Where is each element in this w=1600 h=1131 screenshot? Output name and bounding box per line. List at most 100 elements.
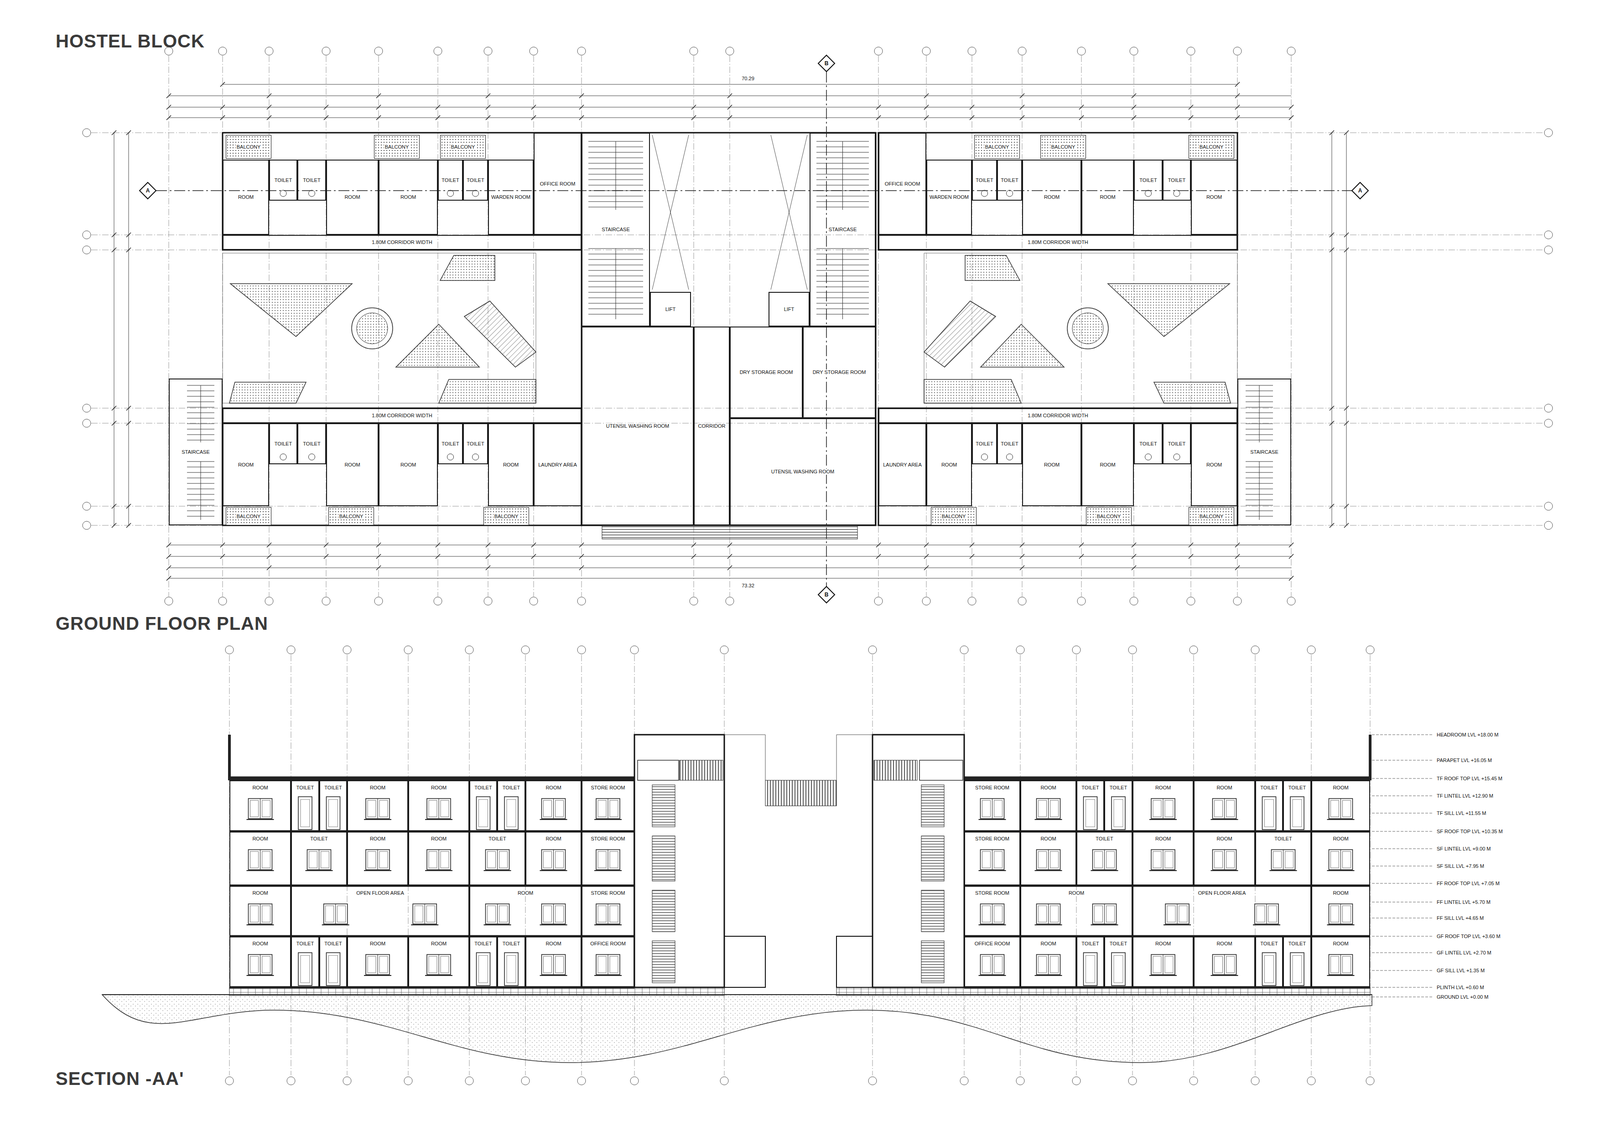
room-name: ROOM	[1067, 890, 1086, 897]
section-cell: TOILET	[1104, 780, 1133, 832]
room-name: TOILET	[501, 940, 521, 947]
room-box: UTENSIL WASHING ROOM	[581, 326, 694, 526]
section-marker: A	[145, 187, 151, 194]
section-cell: TOILET	[1283, 936, 1312, 988]
room-box: TOILET	[462, 423, 489, 465]
room-name: 1.80M CORRIDOR WIDTH	[1026, 239, 1090, 246]
room-name: BALCONY	[493, 513, 520, 520]
section-cell: STORE ROOM	[581, 780, 635, 832]
room-name: TOILET	[501, 784, 521, 791]
room-box: ROOM	[1022, 159, 1082, 235]
room-box: ROOM	[326, 423, 379, 507]
room-name: BALCONY	[235, 144, 262, 151]
room-name: 1.80M CORRIDOR WIDTH	[370, 239, 434, 246]
level-label: HEADROOM LVL +18.00 M	[1435, 732, 1500, 738]
room-name: STAIRCASE	[600, 226, 631, 233]
room-name: TOILET	[1287, 784, 1307, 791]
view-heading: GROUND FLOOR PLAN	[54, 612, 270, 634]
section-cell: TOILET	[497, 780, 526, 832]
section-cell: ROOM	[525, 936, 582, 988]
room-name: BALCONY	[984, 144, 1011, 151]
section-cell: TOILET	[1076, 831, 1133, 886]
room-box: UTENSIL WASHING ROOM	[729, 418, 876, 526]
room-box: ROOM	[222, 423, 270, 507]
room-name: STORE ROOM	[590, 836, 627, 842]
section-cell: ROOM	[408, 780, 470, 832]
room-name: TOILET	[440, 177, 460, 184]
room-box: TOILET	[971, 423, 998, 465]
room-name: TOILET	[465, 441, 485, 447]
section-cell: ROOM	[347, 780, 409, 832]
section-marker: A	[1357, 187, 1364, 194]
room-name: ROOM	[516, 890, 535, 897]
level-label: PLINTH LVL +0.60 M	[1435, 984, 1486, 991]
room-name: WARDEN ROOM	[490, 194, 532, 201]
room-name: TOILET	[1287, 940, 1307, 947]
room-name: ROOM	[1154, 784, 1172, 791]
room-name: ROOM	[1331, 784, 1350, 791]
room-name: TOILET	[974, 177, 994, 184]
section-cell: ROOM	[1020, 936, 1077, 988]
section-cell: TOILET	[469, 780, 498, 832]
section-cell: TOILET	[1255, 831, 1312, 886]
section-cell: ROOM	[229, 936, 291, 988]
room-name: TOILET	[309, 836, 329, 842]
room-name: OPEN FLOOR AREA	[1197, 890, 1247, 897]
room-box: DRY STORAGE ROOM	[802, 326, 876, 419]
balcony-box: BALCONY	[440, 135, 486, 159]
section-cell: ROOM	[229, 831, 291, 886]
section-cell: OPEN FLOOR AREA	[1132, 885, 1312, 937]
room-name: ROOM	[1039, 836, 1057, 842]
room-name: ROOM	[237, 462, 255, 468]
section-cell: TOILET	[1283, 780, 1312, 832]
room-name: OPEN FLOOR AREA	[355, 890, 406, 897]
room-name: BALCONY	[450, 144, 477, 151]
room-name: ROOM	[1205, 194, 1223, 201]
room-name: ROOM	[1215, 836, 1233, 842]
room-name: BALCONY	[235, 513, 262, 520]
room-name: OFFICE ROOM	[539, 181, 577, 188]
room-box: TOILET	[462, 159, 489, 201]
section-cell: ROOM	[408, 831, 470, 886]
section-cell: TOILET	[1104, 936, 1133, 988]
room-name: BALCONY	[1198, 513, 1225, 520]
level-label: GF LINTEL LVL +2.70 M	[1435, 950, 1493, 956]
section-cell: OFFICE ROOM	[964, 936, 1021, 988]
balcony-box: BALCONY	[483, 507, 530, 526]
room-name: TOILET	[974, 441, 994, 447]
room-name: TOILET	[1167, 441, 1187, 447]
section-cell: ROOM	[229, 885, 291, 937]
room-name: STORE ROOM	[974, 890, 1011, 897]
section-cell: ROOM	[525, 831, 582, 886]
balcony-box: BALCONY	[374, 135, 420, 159]
level-label: TF SILL LVL +11.55 M	[1435, 810, 1488, 817]
room-box: ROOM	[1190, 423, 1238, 507]
section-cell: ROOM	[347, 831, 409, 886]
level-label: TF LINTEL LVL +12.90 M	[1435, 793, 1495, 800]
room-name: ROOM	[430, 836, 448, 842]
room-name: TOILET	[295, 784, 315, 791]
room-name: ROOM	[343, 462, 361, 468]
room-name: DRY STORAGE ROOM	[738, 369, 795, 376]
room-name: LAUNDRY AREA	[537, 462, 578, 468]
room-name: UTENSIL WASHING ROOM	[770, 468, 836, 475]
section-cell: ROOM	[1193, 936, 1256, 988]
room-box: TOILET	[1162, 159, 1191, 201]
room-name: BALCONY	[338, 513, 365, 520]
section-cell: STORE ROOM	[964, 831, 1021, 886]
section-cell: TOILET	[290, 780, 320, 832]
room-box: 1.80M CORRIDOR WIDTH	[878, 234, 1238, 250]
room-name: ROOM	[368, 784, 387, 791]
room-name: 1.80M CORRIDOR WIDTH	[370, 412, 434, 419]
room-name: TOILET	[473, 784, 493, 791]
room-box: ROOM	[378, 423, 438, 507]
section-cell: TOILET	[469, 831, 526, 886]
section-cell: ROOM	[1311, 885, 1371, 937]
room-name: ROOM	[399, 462, 417, 468]
room-name: ROOM	[544, 940, 562, 947]
room-box: TOILET	[269, 423, 298, 465]
room-box: WARDEN ROOM	[926, 159, 972, 235]
level-label: SF SILL LVL +7.95 M	[1435, 863, 1486, 870]
room-name: ROOM	[251, 890, 269, 897]
